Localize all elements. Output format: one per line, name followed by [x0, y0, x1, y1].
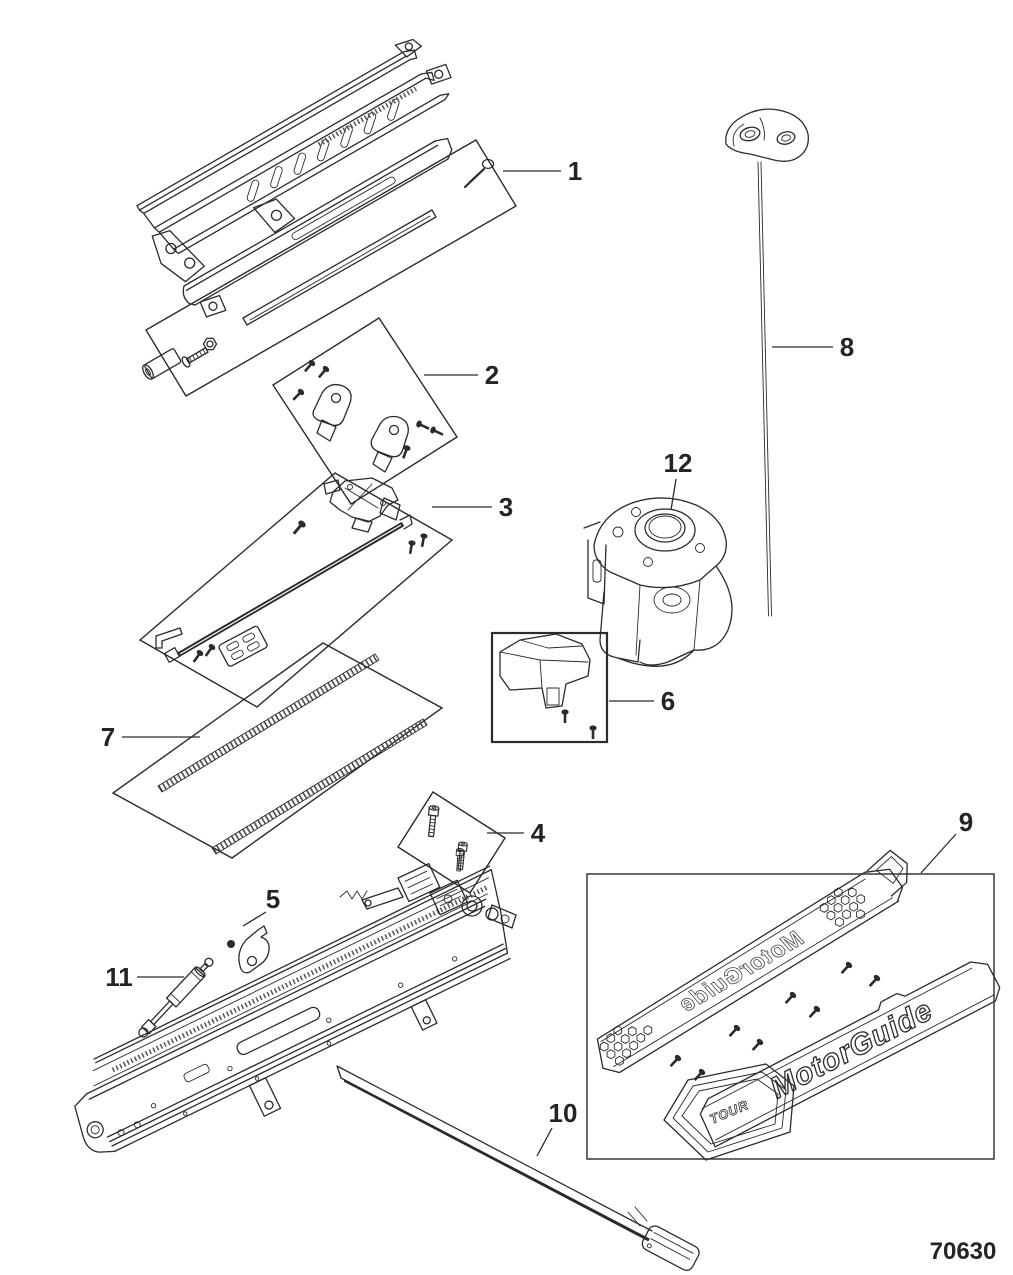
callout-label-11: 11 [105, 962, 133, 992]
knurl-hatch [317, 86, 418, 147]
brand-decal-text: MotorGuide [765, 994, 938, 1106]
screw-icon [415, 419, 431, 432]
callout-label-8: 8 [840, 332, 854, 362]
hardware-kit-box-1 [142, 139, 517, 397]
support-tube [242, 209, 437, 326]
leader-line-9 [920, 833, 957, 874]
screw-icon [290, 387, 306, 403]
strap-part-10 [336, 1065, 700, 1271]
latch-cam-right [370, 415, 409, 473]
machine-screw [181, 347, 209, 368]
part-number-text: 70630 [930, 1238, 997, 1265]
pin-rod [757, 161, 772, 617]
latch-mechanism-cluster [339, 847, 517, 929]
screw-part [463, 158, 495, 189]
ramp-cover-assembly [136, 38, 452, 283]
t-handle-pin-part-8 [725, 108, 809, 617]
callout-label-9: 9 [959, 807, 973, 837]
traction-slots [246, 98, 400, 202]
callout-label-3: 3 [499, 492, 513, 522]
brand-decal-mirrored-text: MotorGuide [674, 924, 807, 1017]
latch-hardware-box-2 [272, 317, 458, 505]
screw-icon [561, 709, 569, 723]
honeycomb-grille-right [817, 886, 868, 929]
head-flange [583, 521, 607, 605]
leader-line-10 [536, 1127, 553, 1157]
callout-label-4: 4 [531, 818, 546, 848]
rail-pair-box-7 [111, 642, 444, 859]
plate-ear [199, 294, 227, 318]
screw-icon [202, 642, 217, 659]
leader-line-5 [242, 911, 267, 927]
screw-icon [866, 973, 882, 989]
hanger-tab [410, 999, 438, 1031]
callout-label-2: 2 [485, 360, 499, 390]
callout-label-1: 1 [568, 156, 582, 186]
extrusion-rail-upper [157, 653, 380, 793]
screw-icon [782, 990, 798, 1006]
screw-icon [316, 364, 331, 380]
callout-label-7: 7 [101, 722, 115, 752]
slide-base-assembly [74, 847, 517, 1153]
head-housing-part-12 [583, 497, 733, 667]
tour-badge-text: TOUR [708, 1097, 751, 1127]
cover-cap [499, 633, 591, 709]
strap-buckle [641, 1225, 700, 1271]
screw-icon [806, 1004, 822, 1020]
screw-icon [290, 519, 308, 537]
angle-clip [155, 627, 183, 649]
spacer-part [142, 348, 182, 380]
screw-icon [302, 358, 317, 374]
screw-icon [691, 1067, 707, 1083]
extrusion-rail-lower [211, 718, 428, 855]
mounting-plate [182, 137, 453, 318]
rail-kit-box-3 [138, 472, 454, 708]
carriage-bracket [323, 477, 401, 533]
screw-icon [726, 1023, 742, 1039]
callout-label-5: 5 [266, 884, 280, 914]
socket-bolt-icon [425, 804, 440, 838]
release-clip-part-5 [227, 925, 270, 974]
callout-label-12: 12 [664, 448, 693, 478]
callout-label-6: 6 [661, 686, 675, 716]
lock-nut [202, 337, 218, 351]
mount-ear-bottom [252, 198, 296, 234]
screw-icon [589, 725, 597, 739]
screw-icon [418, 532, 428, 548]
mount-ear-left [151, 229, 205, 283]
mount-ear-top [394, 38, 422, 58]
callout-label-10: 10 [549, 1098, 578, 1128]
screw-icon [838, 960, 854, 976]
callout-labels: 1 2 3 4 5 6 7 8 9 10 11 12 [101, 156, 973, 1128]
leader-lines [122, 170, 957, 1157]
gas-spring-part-11 [138, 957, 214, 1038]
slide-end-cap [74, 1093, 116, 1153]
screw-icon [190, 648, 205, 665]
leader-line-12 [670, 478, 677, 511]
end-plate [218, 625, 268, 667]
mount-ear-right [425, 63, 452, 85]
screw-icon [667, 1053, 683, 1069]
cover-kit-box-6 [490, 631, 609, 744]
latch-cam-left [312, 383, 352, 442]
screw-icon [406, 539, 416, 555]
screw-icon [749, 1037, 765, 1053]
screw-icon [429, 425, 445, 438]
strap-hanger-tab [248, 1077, 282, 1117]
guide-rail [163, 514, 413, 663]
side-decal-kit-box-9: MotorGuide MotorGuide TOUR [586, 849, 1001, 1161]
